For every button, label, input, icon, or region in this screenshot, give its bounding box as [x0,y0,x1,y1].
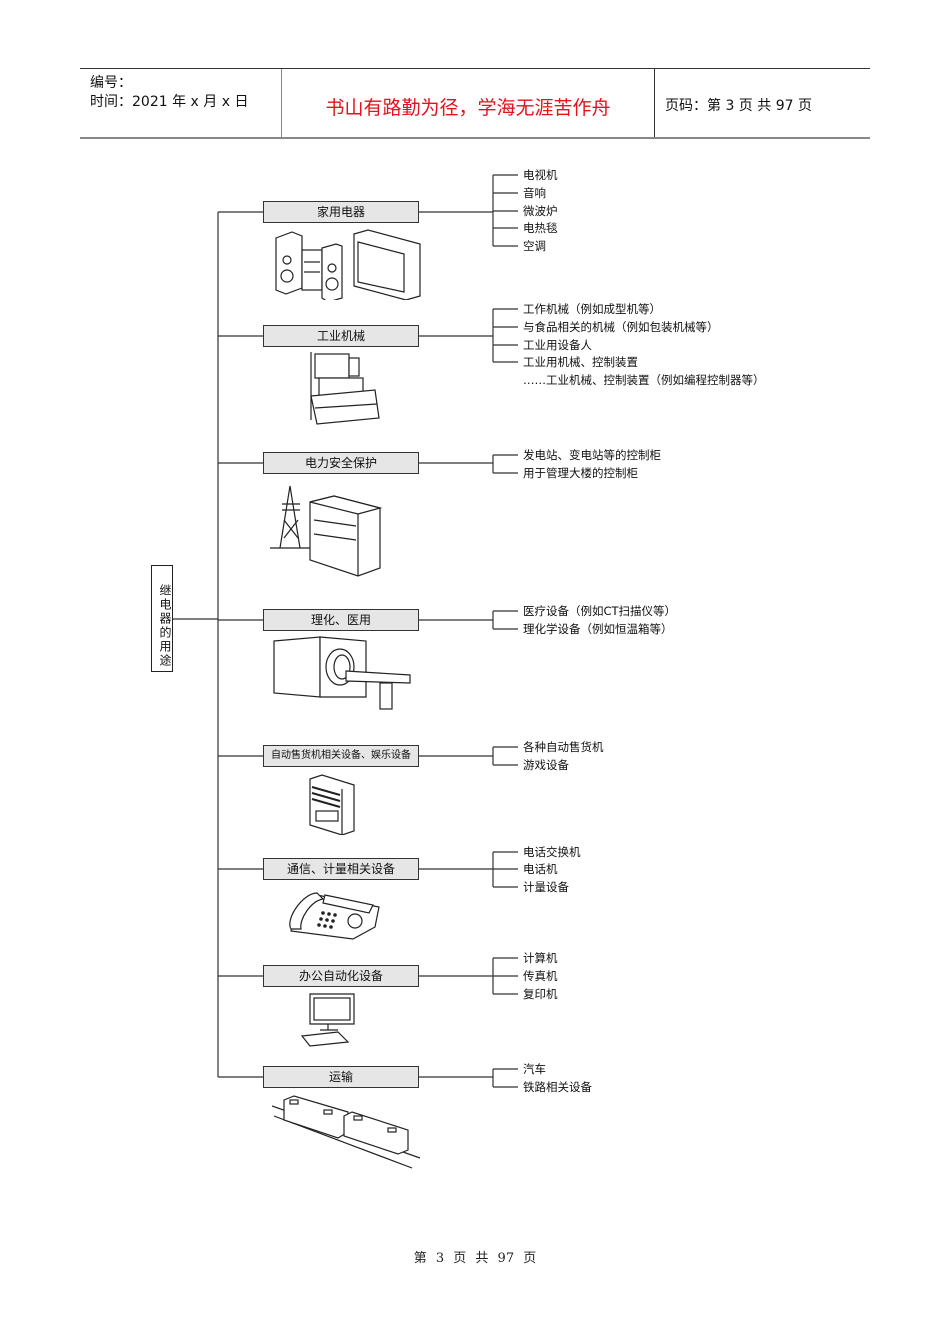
list-item: 与食品相关的机械（例如包装机械等） [523,320,719,334]
category-label: 家用电器 [316,205,365,219]
page-footer: 第 3 页 共 97 页 [413,1251,537,1266]
category-industrial-machinery: 工业机械 [263,325,419,347]
list-item: 计量设备 [523,880,569,894]
category-office-automation: 办公自动化设备 [263,965,419,987]
train-illustration [272,1095,421,1169]
list-item: 电热毯 [523,221,558,235]
list-item: 工作机械（例如成型机等） [523,302,661,316]
list-item: 各种自动售货机 [523,740,604,754]
root-node: 继电器的用途 [151,565,173,672]
list-item: 电视机 [523,168,558,182]
document-header: 编号： 时间：2021 年 x 月 x 日 书山有路勤为径，学海无涯苦作舟 页码… [80,68,870,139]
list-item: 医疗设备（例如CT扫描仪等） [523,604,677,618]
document-date: 时间：2021 年 x 月 x 日 [90,94,249,110]
list-item: 音响 [523,186,546,200]
power-tower-icon [279,485,301,549]
list-item: 发电站、变电站等的控制柜 [523,448,661,462]
vending-machine-illustration [309,774,355,835]
machine-base-icon [310,389,380,425]
list-item: 电话机 [523,862,558,876]
root-label: 继电器的用途 [158,583,172,668]
list-item: 计算机 [523,951,558,965]
category-label: 工业机械 [316,329,365,343]
motto-text: 书山有路勤为径，学海无涯苦作舟 [325,97,611,119]
computer-illustration [300,993,355,1047]
list-item: 理化学设备（例如恒温箱等） [523,622,673,636]
category-power-safety: 电力安全保护 [263,452,419,474]
train-car-icon [343,1111,409,1155]
list-item: 工业用设备人 [523,338,592,352]
category-science-medical: 理化、医用 [263,609,419,631]
category-label: 自动售货机相关设备、娱乐设备 [271,750,411,761]
list-item: 传真机 [523,969,558,983]
category-home-appliances: 家用电器 [263,201,419,223]
industrial-machine-illustration [310,352,380,425]
list-item: 空调 [523,239,546,253]
document-number-label: 编号： [90,75,132,91]
ct-scanner-illustration [273,636,411,710]
category-label: 办公自动化设备 [298,969,383,983]
list-item: 复印机 [523,987,558,1001]
keyboard-icon [300,1031,350,1047]
category-label: 通信、计量相关设备 [286,862,395,876]
home-appliances-illustration [275,229,421,300]
list-item: 铁路相关设备 [523,1080,592,1094]
list-item: 游戏设备 [523,758,569,772]
list-item: 微波炉 [523,204,558,218]
header-motto-cell: 书山有路勤为径，学海无涯苦作舟 [282,69,655,137]
handset-icon [289,892,325,930]
patient-table-icon [345,670,411,684]
telephone-illustration [289,892,380,940]
dial-pad-icon [347,913,363,929]
category-label: 理化、医用 [310,613,371,627]
category-transportation: 运输 [263,1066,419,1088]
category-label: 运输 [328,1070,353,1084]
list-item: 用于管理大楼的控制柜 [523,466,638,480]
ct-housing-icon [273,636,321,698]
machine-panel-icon [314,353,350,379]
stereo-unit-icon [301,249,323,291]
list-item: 汽车 [523,1062,546,1076]
list-item: ……工业机械、控制装置（例如编程控制器等） [523,373,765,387]
header-info-cell: 编号： 时间：2021 年 x 月 x 日 [80,69,282,137]
page-info: 页码：第 3 页 共 97 页 [665,98,812,114]
list-item: 工业用机械、控制装置 [523,355,638,369]
category-label: 电力安全保护 [304,456,377,470]
list-item: 电话交换机 [523,845,581,859]
header-page-cell: 页码：第 3 页 共 97 页 [655,69,870,137]
power-tower-cabinet-illustration [270,485,383,577]
category-vending-entertainment: 自动售货机相关设备、娱乐设备 [263,745,419,767]
category-communication-metering: 通信、计量相关设备 [263,858,419,880]
